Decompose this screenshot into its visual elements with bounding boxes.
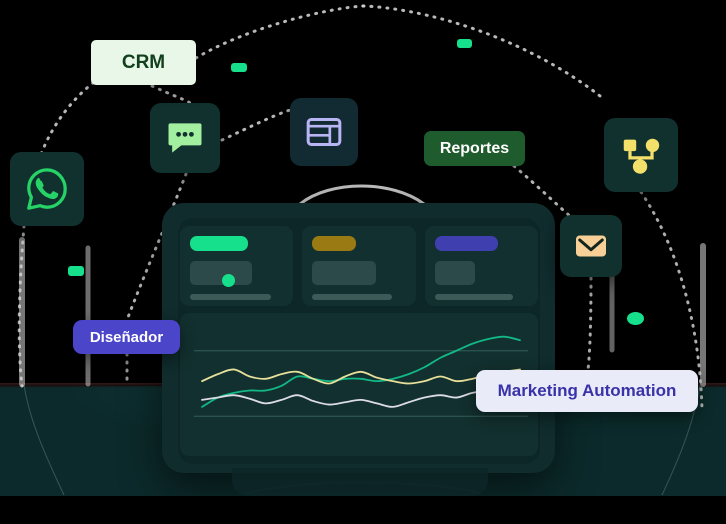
label-marketing-automation[interactable]: Marketing Automation: [476, 370, 698, 412]
stat-card-accent-chip: [190, 236, 248, 251]
workflow-tile[interactable]: [604, 118, 678, 192]
chart-series-teal-series: [201, 335, 521, 408]
layout-template-tile[interactable]: [290, 98, 358, 166]
dashboard-stand: [232, 468, 488, 496]
accent-marker: [457, 39, 472, 48]
envelope-mail-icon: [576, 235, 606, 257]
label-crm[interactable]: CRM: [91, 40, 196, 85]
stat-card-caption-placeholder: [190, 294, 271, 300]
dashboard-stat-cards: [180, 226, 538, 306]
chart-series-white-series: [201, 389, 521, 408]
chart-series-yellow-series: [201, 368, 521, 385]
stat-card-value-placeholder: [312, 261, 377, 285]
layout-template-icon: [306, 118, 342, 146]
dashboard-top-arc: [299, 184, 425, 206]
whatsapp-icon: [27, 168, 67, 210]
line-chart-canvas: [194, 335, 528, 417]
accent-marker: [627, 312, 644, 325]
stat-card[interactable]: [180, 226, 294, 306]
whatsapp-tile[interactable]: [10, 152, 84, 226]
accent-marker: [68, 266, 84, 276]
stat-card[interactable]: [302, 226, 416, 306]
mail-tile[interactable]: [560, 215, 622, 277]
stat-card-accent-chip: [312, 236, 357, 251]
stat-card[interactable]: [424, 226, 538, 306]
stat-card-caption-placeholder: [312, 294, 393, 300]
chat-bubble-icon: [168, 123, 202, 153]
stat-card-caption-placeholder: [434, 294, 513, 300]
stat-card-accent-chip: [434, 236, 498, 251]
label-disenador[interactable]: Diseñador: [73, 320, 180, 354]
stat-card-value-placeholder: [190, 261, 252, 285]
accent-marker: [222, 274, 235, 287]
accent-marker: [231, 63, 247, 72]
label-reportes[interactable]: Reportes: [424, 131, 525, 166]
chat-tile[interactable]: [150, 103, 220, 173]
stat-card-value-placeholder: [434, 261, 475, 285]
workflow-sitemap-icon: [623, 138, 660, 174]
